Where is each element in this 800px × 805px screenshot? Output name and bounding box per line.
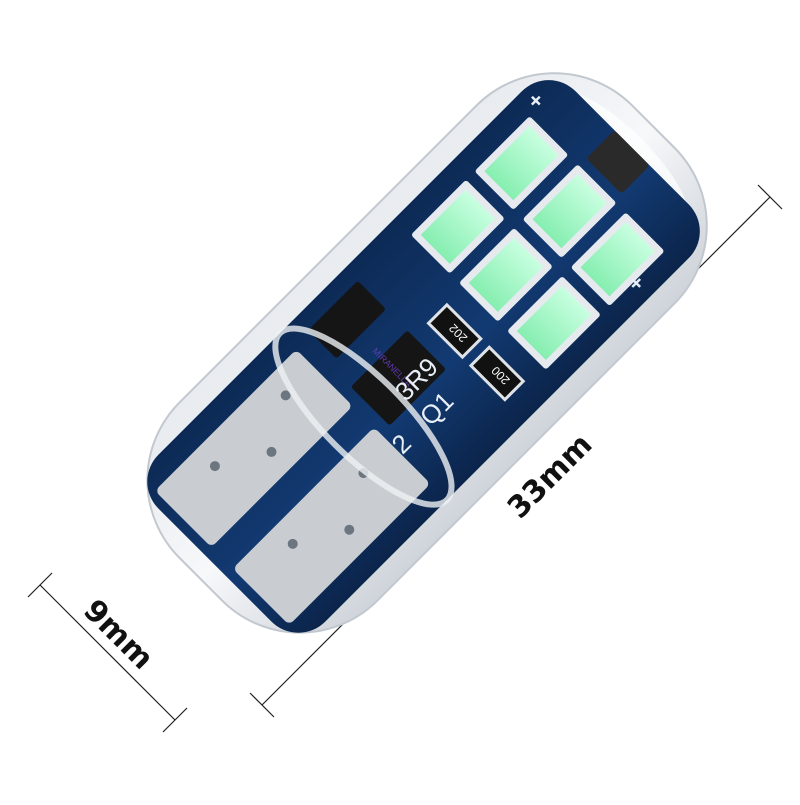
led-chip xyxy=(523,165,616,257)
width-dimension-line xyxy=(39,584,176,721)
led-chip xyxy=(508,277,600,369)
contact-pad-left xyxy=(157,351,351,545)
length-tick-2 xyxy=(757,184,783,210)
width-dimension-label: 9mm xyxy=(76,593,160,677)
width-tick-2 xyxy=(162,707,188,733)
top-component xyxy=(587,131,649,193)
contact-pads xyxy=(157,351,429,623)
led-array xyxy=(412,117,664,369)
led-chip xyxy=(571,213,664,306)
led-bulb: + + 200 202 MIRANELLA 3R9 Q2 Q1 xyxy=(146,72,708,634)
width-tick-1 xyxy=(27,572,53,598)
led-chip xyxy=(460,229,552,321)
led-chip xyxy=(475,117,568,209)
led-chip xyxy=(412,180,504,273)
transistor-chip xyxy=(351,331,445,425)
length-tick-1 xyxy=(249,692,275,718)
resistor-200: 200 xyxy=(468,345,526,402)
contact-pad-right xyxy=(235,429,429,623)
resistor-202: 202 xyxy=(426,302,483,360)
housing-ring xyxy=(272,325,455,508)
